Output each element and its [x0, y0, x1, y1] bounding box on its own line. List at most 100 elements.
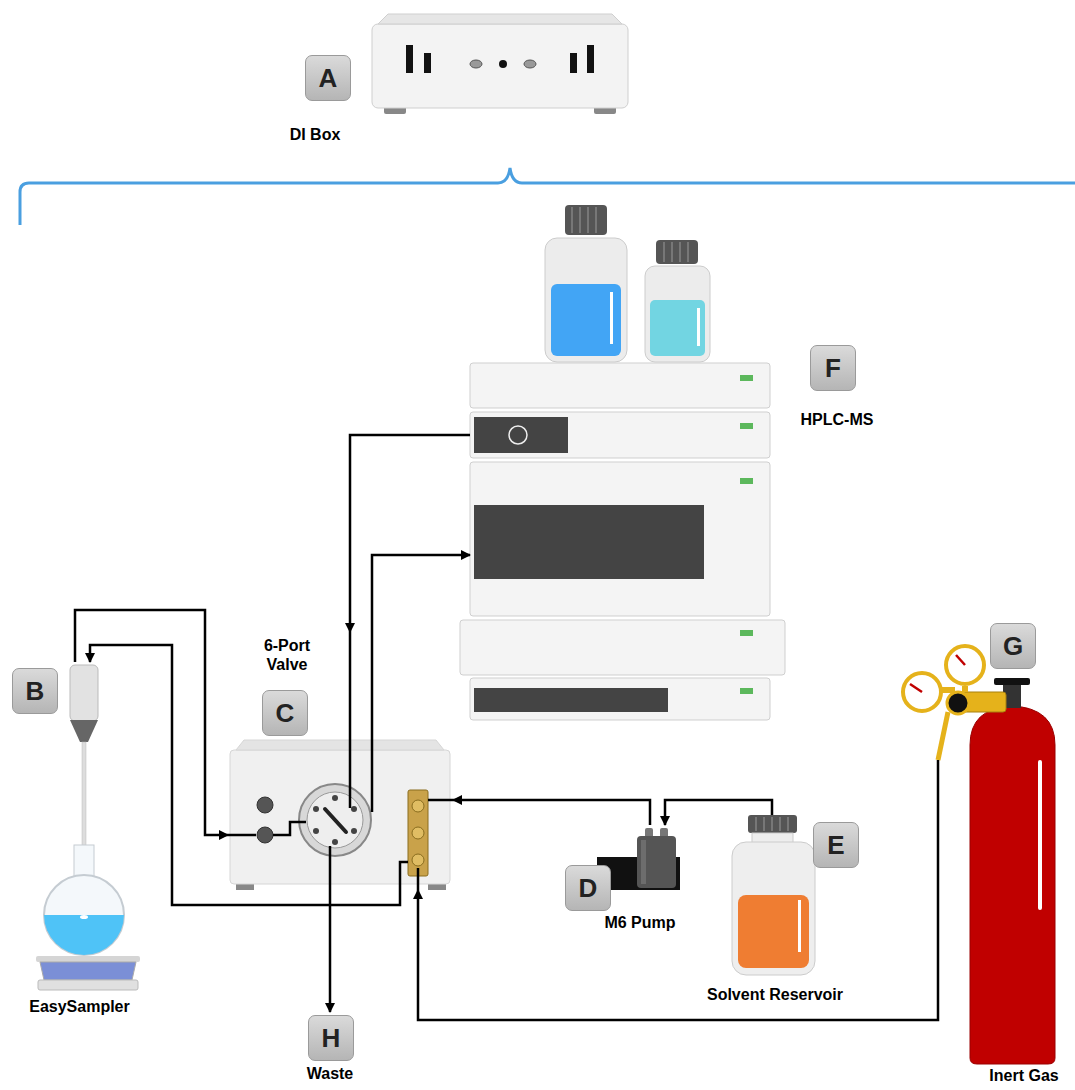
component-label: Solvent Reservoir	[684, 985, 866, 1004]
hplc-ms	[460, 205, 785, 720]
callout-letter: G	[990, 623, 1036, 669]
six-port-valve-part	[257, 827, 273, 843]
valve-tubing-part	[349, 632, 352, 808]
hplc-ms-part	[474, 688, 668, 712]
hplc-ms-part	[740, 478, 753, 484]
six-port-valve-part	[325, 809, 346, 832]
six-port-valve-part	[257, 797, 273, 813]
solvent-reservoir-part	[798, 900, 801, 952]
gas-node: GInert Gas	[895, 620, 1070, 1088]
flow-line	[75, 610, 228, 835]
hplc-ms-part	[545, 238, 627, 362]
inert-gas-cylinder-part	[947, 692, 969, 714]
six-port-valve-part	[412, 854, 424, 866]
inert-gas-cylinder-part	[994, 678, 1030, 685]
di-box-part	[372, 24, 628, 108]
valve-tubing-part	[273, 822, 306, 835]
inert-gas-cylinder-part	[938, 712, 948, 760]
inert-gas-cylinder-part	[956, 655, 965, 665]
six-port-valve-part	[332, 795, 338, 801]
six-port-valve-part	[412, 827, 424, 839]
solvent-reservoir-part	[732, 842, 815, 975]
easysampler-part	[40, 962, 136, 980]
easysampler-part	[70, 720, 98, 742]
easysampler-part	[44, 875, 124, 955]
component-label: DI Box	[280, 125, 350, 144]
hplc-ms-part	[740, 630, 753, 636]
valve-tubing-part	[228, 834, 256, 837]
component-label: HPLC-MS	[792, 410, 882, 429]
component-label: M6 Pump	[599, 913, 681, 932]
component-label: Waste	[295, 1064, 365, 1083]
easysampler-part	[36, 956, 140, 962]
hplc-ms-part	[565, 205, 607, 235]
component-label: EasySampler	[12, 997, 147, 1016]
inert-gas-cylinder-part	[962, 686, 968, 692]
inert-gas-cylinder-part	[946, 646, 984, 684]
six-port-valve-part	[332, 839, 338, 845]
callout-letter: D	[565, 865, 611, 911]
di-box	[372, 14, 628, 114]
easysampler-part	[44, 915, 124, 955]
easysampler-node: B EasySampler	[12, 662, 149, 1018]
callout-letter: F	[810, 345, 856, 391]
six-port-valve-part	[313, 828, 319, 834]
hplc-ms-part	[509, 426, 527, 444]
six-port-valve-part	[236, 740, 444, 750]
di-box-part	[587, 45, 594, 73]
flow-line	[372, 555, 470, 632]
hplc-ms-part	[610, 292, 613, 344]
valve-tubing-part	[329, 846, 332, 890]
easysampler-part	[70, 665, 98, 721]
hplc-ms-part	[474, 417, 568, 453]
hplc-ms-part	[664, 242, 688, 262]
hplc-ms-part	[572, 207, 596, 233]
inert-gas-cylinder	[895, 646, 1055, 1064]
valve-node: C 6-Port Valve	[228, 632, 453, 890]
callout-letter: B	[12, 668, 58, 714]
six-port-valve-part	[351, 828, 357, 834]
component-label: 6-Port Valve	[254, 636, 320, 674]
flow-line	[350, 435, 470, 632]
valve-tubing	[228, 632, 453, 890]
inert-gas-cylinder-part	[910, 684, 922, 692]
hplc-ms-part	[474, 505, 704, 579]
m6-pump-part	[641, 840, 646, 884]
di-box-part	[424, 53, 431, 73]
callout-letter: A	[305, 55, 351, 101]
bracket	[20, 168, 1075, 225]
hplc-ms-part	[470, 412, 770, 458]
valve-tubing-part	[371, 632, 374, 812]
inert-gas-cylinder-part	[970, 706, 1055, 1064]
di-box-part	[499, 60, 507, 68]
six-port-valve	[230, 740, 450, 890]
hplc-ms-part	[470, 363, 770, 408]
hplc-ms-part	[551, 284, 621, 356]
callout-letter: C	[262, 690, 308, 736]
callout-letter: H	[308, 1015, 354, 1061]
di-box-node: A DI Box	[280, 12, 635, 147]
valve-tubing-part	[428, 799, 453, 802]
six-port-valve-part	[408, 790, 428, 876]
flow-line	[453, 800, 650, 825]
di-box-part	[570, 53, 577, 73]
easysampler-part	[80, 915, 88, 919]
six-port-valve-part	[313, 806, 319, 812]
waste-node: H Waste	[295, 1012, 367, 1088]
six-port-valve-part	[412, 800, 424, 812]
hplc-ms-part	[697, 308, 700, 346]
hplc-ms-part	[460, 620, 785, 675]
di-box-part	[378, 14, 622, 24]
hplc-ms-part	[740, 688, 753, 694]
six-port-valve-part	[230, 750, 450, 884]
inert-gas-cylinder-part	[895, 760, 938, 1020]
di-box-part	[524, 60, 536, 68]
solvent-reservoir-part	[738, 895, 809, 968]
solvent-reservoir-part	[756, 817, 788, 831]
reservoir-node: ESolvent Reservoir	[684, 815, 868, 1007]
valve-tubing-part	[400, 862, 408, 890]
solvent-reservoir-part	[748, 815, 797, 833]
flow-line	[418, 890, 895, 1020]
